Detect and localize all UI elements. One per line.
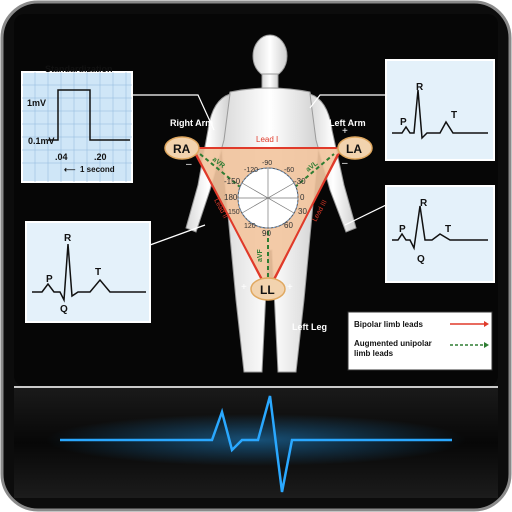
degree-label: -30 [294,177,306,186]
lead-i-label: Lead I [256,135,278,144]
legend-bipolar-label: Bipolar limb leads [354,320,423,329]
bipolar-lead-arrows [195,147,339,283]
ll-polarity-right: + [287,282,293,293]
left-arm-label: Left Arm [329,118,366,128]
degree-label: -60 [284,167,294,174]
ecg-trace [392,205,488,251]
electrode-la: LA + – [337,126,373,169]
degree-label: 30 [298,207,307,216]
wave-p-label: P [399,224,406,235]
legend-augmented-label: Augmented unipolar [354,339,432,348]
one-second-label: 1 second [80,165,115,174]
wave-r-label: R [416,82,424,93]
degree-label: 120 [244,223,256,230]
ecg-trace [32,243,146,303]
ra-polarity: – [186,159,192,170]
electrode-ll: LL + + [241,277,293,301]
wave-p-label: P [46,274,53,285]
wave-t-label: T [95,267,101,278]
legend-augmented-arrowhead [484,342,489,348]
left-leg-label: Left Leg [292,322,327,332]
ecg-inset-lead-ii: R P T Q [25,221,151,323]
hexaxial-wheel [237,167,299,229]
point-one-mv-label: 0.1mV [28,136,55,146]
la-label: LA [346,142,362,156]
wave-t-label: T [451,110,457,121]
legend-bipolar-arrowhead [484,321,489,327]
degree-label: 90 [262,229,271,238]
ecg-inset-lead-i: R P T [385,59,495,161]
wave-r-label: R [64,233,72,244]
electrode-ra: RA – [164,136,200,170]
ecg-trace [392,89,488,140]
wave-q-label: Q [417,254,425,265]
legend-box: Bipolar limb leads Augmented unipolar li… [347,311,493,371]
ra-label: RA [173,142,191,156]
ecg-inset-lead-iii: R P T Q [385,185,495,283]
wave-r-label: R [420,198,428,209]
wave-p-label: P [400,117,407,128]
callout-lines [132,94,387,246]
degree-label: 0 [300,193,305,202]
one-mv-label: 1mV [27,98,46,108]
heartbeat-line [60,395,452,493]
avf-label: aVF [257,248,264,262]
degree-label: -150 [224,177,241,186]
la-polarity-minus: – [342,158,348,169]
degree-label: 150 [228,209,240,216]
degree-label: -120 [244,167,258,174]
ll-label: LL [260,283,275,297]
degree-label: 180 [224,193,238,202]
degree-label: -90 [262,160,272,167]
ll-polarity-left: + [241,282,247,293]
degree-label: 60 [284,221,293,230]
wave-t-label: T [445,224,451,235]
legend-augmented-label-2: limb leads [354,349,394,358]
wave-q-label: Q [60,304,68,315]
right-arm-label: Right Arm [170,118,213,128]
axis-degree-labels: -120 -90 -60 -150 -30 180 0 150 30 120 6… [224,160,307,238]
one-second-arrow: ⟵ [64,165,76,174]
standardization-inset: Standardization 1mV 0.1mV .04 .20 ⟵ 1 se… [21,64,133,183]
tick-20-label: .20 [94,152,107,162]
standardization-pulse [48,89,130,141]
la-polarity: + [342,126,348,137]
standardization-title: Standardization [45,64,113,74]
tick-04-label: .04 [55,152,68,162]
